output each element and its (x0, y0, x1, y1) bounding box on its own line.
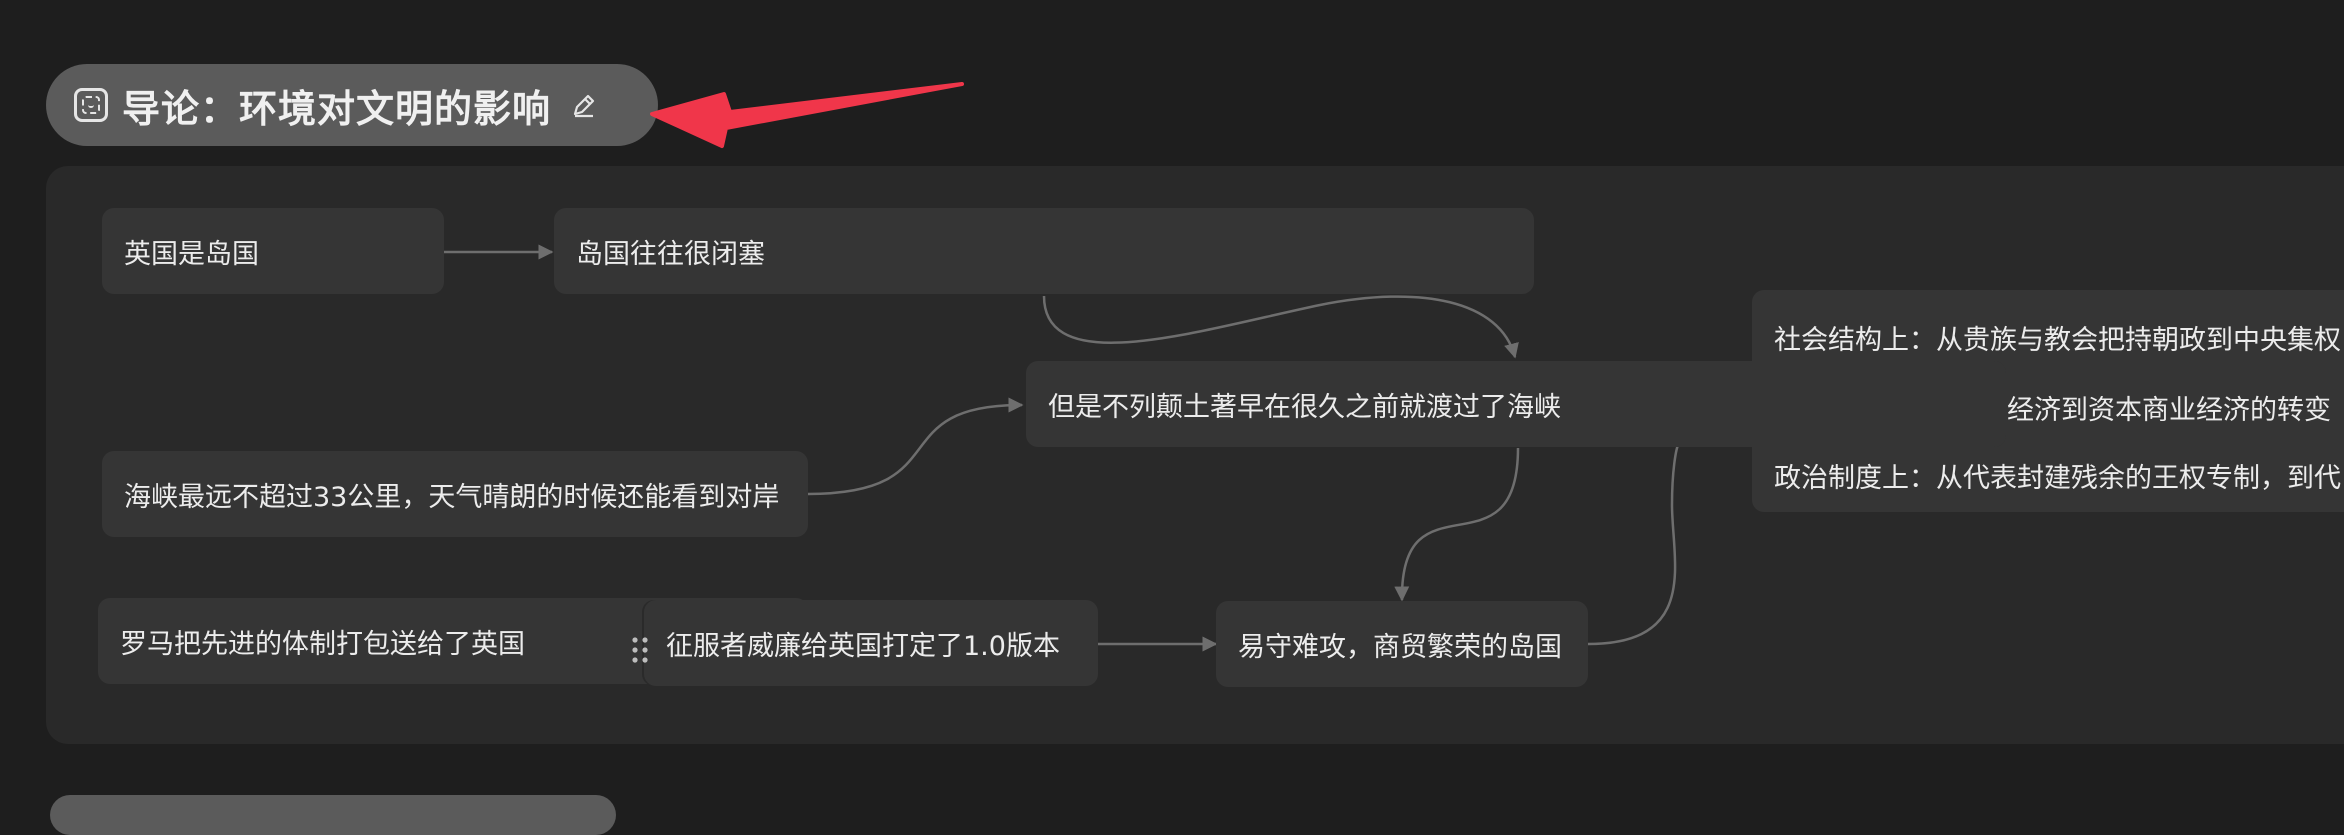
node-text: 罗马把先进的体制打包送给了英国 (120, 628, 525, 660)
edge-n4-n3 (807, 397, 1024, 496)
next-canvas-title-pill[interactable] (50, 795, 616, 835)
group-line-political-system: 政治制度上：从代表封建残余的王权专制，到代 (1774, 463, 2341, 494)
node-text: 征服者威廉给英国打定了1.0版本 (666, 630, 1060, 662)
node-strait-distance[interactable]: 海峡最远不超过33公里，天气晴朗的时候还能看到对岸 (102, 451, 808, 537)
node-social-change-group[interactable]: 社会结构上：从贵族与教会把持朝政到中央集权 权经济到资本商业经济的转变 政治制度… (1752, 290, 2344, 512)
node-william-conqueror[interactable]: 征服者威廉给英国打定了1.0版本 (644, 600, 1098, 686)
connector-layer (444, 244, 1680, 652)
edge-n3-n7-out (1587, 444, 1680, 646)
edge-n2-n3 (1042, 295, 1519, 359)
node-island[interactable]: 英国是岛国 (102, 208, 444, 294)
group-line-social-structure: 社会结构上：从贵族与教会把持朝政到中央集权 (1774, 325, 2341, 356)
node-text: 易守难攻，商贸繁荣的岛国 (1238, 631, 1562, 663)
node-text: 英国是岛国 (124, 238, 259, 270)
node-defensible-trade[interactable]: 易守难攻，商贸繁荣的岛国 (1216, 601, 1588, 687)
node-text: 但是不列颠土著早在很久之前就渡过了海峡 (1048, 391, 1561, 423)
canvas-title-pill[interactable]: 导论：环境对文明的影响 (46, 64, 658, 146)
drag-handle-icon[interactable] (631, 636, 649, 664)
node-text: 海峡最远不超过33公里，天气晴朗的时候还能看到对岸 (124, 481, 780, 513)
canvas-title: 导论：环境对文明的影响 (122, 86, 552, 131)
node-text: 岛国往往很闭塞 (576, 238, 765, 270)
pencil-icon[interactable] (571, 92, 597, 118)
edge-n3-n7 (1394, 447, 1520, 602)
node-crossed-strait[interactable]: 但是不列颠土著早在很久之前就渡过了海峡 (1026, 361, 2006, 447)
group-line-economy: 权经济到资本商业经济的转变 (1980, 395, 2331, 426)
node-isolated[interactable]: 岛国往往很闭塞 (554, 208, 1534, 294)
mind-map-icon (74, 88, 108, 122)
